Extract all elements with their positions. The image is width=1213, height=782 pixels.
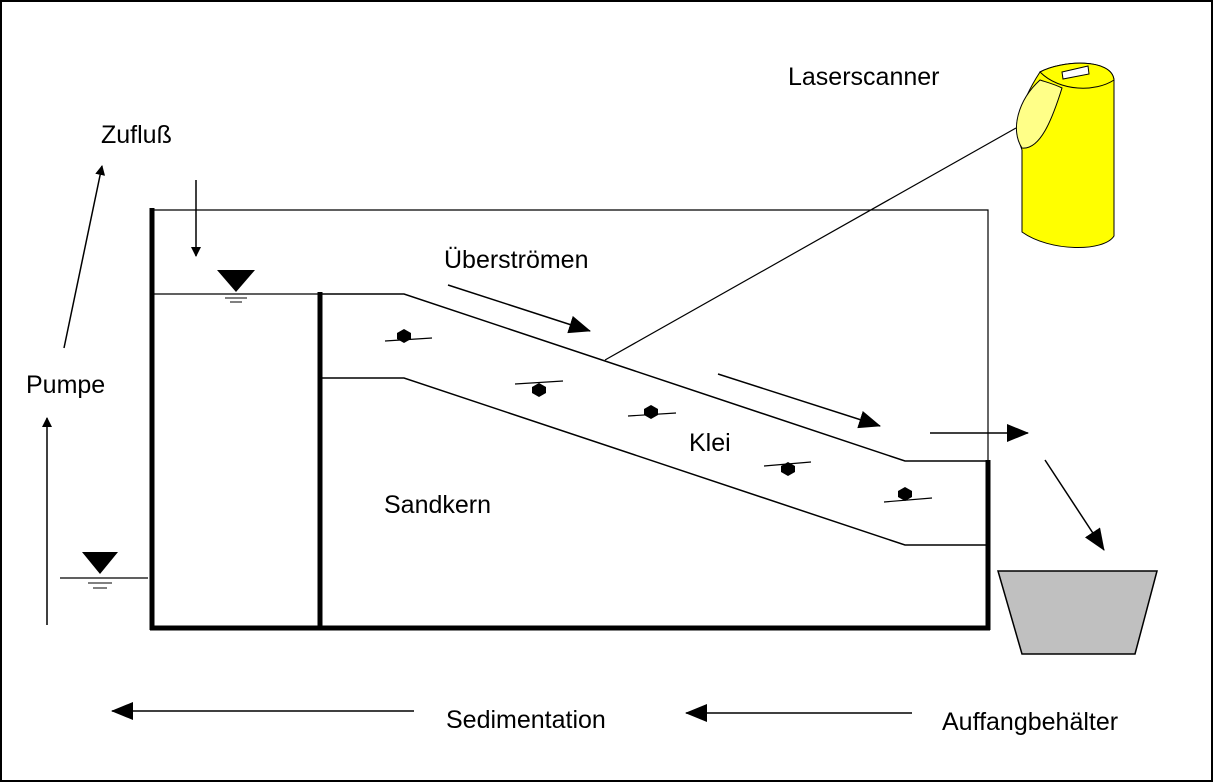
pump-to-inflow-arrow: [63, 165, 106, 349]
dike-surface: [320, 293, 988, 462]
laser-beam: [604, 127, 1017, 361]
water-level-icon: [217, 270, 255, 303]
to-container-arrow: [1044, 459, 1105, 551]
label-zufluss: Zufluß: [101, 121, 172, 149]
flume-outline: [152, 209, 989, 460]
stone-marker-icon: [763, 461, 812, 476]
label-sedimentation: Sedimentation: [446, 706, 606, 734]
label-klei: Klei: [689, 429, 731, 457]
label-laserscanner: Laserscanner: [788, 63, 939, 91]
laserscanner-icon: [1015, 62, 1115, 249]
overflow-arrow-lower: [717, 373, 881, 429]
stone-marker-icon: [883, 487, 933, 503]
clay-core-boundary: [320, 377, 988, 546]
water-level-icon: [60, 552, 148, 589]
label-pumpe: Pumpe: [26, 371, 105, 399]
overflow-arrow-upper: [447, 284, 591, 334]
stone-marker-icon: [384, 329, 433, 343]
label-ueberstroemen: Überströmen: [444, 246, 589, 274]
label-auffangbehaelter: Auffangbehälter: [942, 708, 1118, 736]
collection-container-icon: [997, 570, 1158, 655]
stone-marker-icon: [514, 380, 564, 397]
stone-marker-icon: [627, 405, 677, 419]
label-sandkern: Sandkern: [384, 491, 491, 519]
